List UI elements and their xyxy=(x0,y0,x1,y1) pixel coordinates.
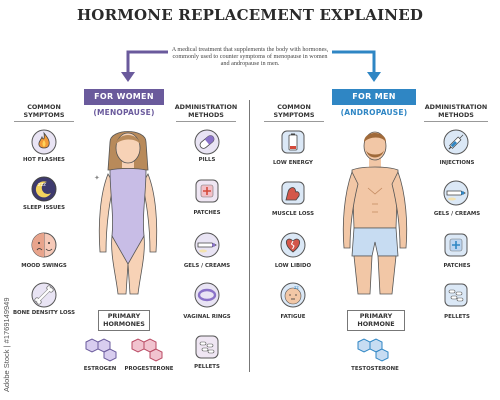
method-patches: PATCHES xyxy=(193,210,221,216)
women-hormones-header: PRIMARY HORMONES xyxy=(98,310,150,332)
symptom-bone-density-loss: BONE DENSITY LOSS xyxy=(12,310,76,316)
ring-icon xyxy=(194,282,220,308)
men-symptoms-header: COMMON SYMPTOMS xyxy=(256,103,332,123)
woman-figure: ✦ xyxy=(94,131,158,295)
method-injections: INJECTIONS xyxy=(439,160,475,166)
symptom-mood-swings: MOOD SWINGS xyxy=(21,263,67,269)
man-figure xyxy=(342,131,408,295)
women-banner: FOR WOMEN xyxy=(84,89,164,105)
bone-icon xyxy=(31,282,57,308)
symptom-sleep-issues: SLEEP ISSUES xyxy=(23,205,65,211)
patch-icon xyxy=(444,233,468,257)
men-methods-header: ADMINISTRATION METHODS xyxy=(416,103,496,123)
men-condition: (ANDROPAUSE) xyxy=(340,108,408,117)
pellets-icon xyxy=(195,335,219,359)
subtitle: A medical treatment that supplements the… xyxy=(171,46,329,68)
page-title: HORMONE REPLACEMENT EXPLAINED xyxy=(76,6,424,24)
symptom-low-energy: LOW ENERGY xyxy=(273,160,313,166)
method-gels-creams-men: GELS / CREAMS xyxy=(433,211,481,217)
estrogen-molecule-icon xyxy=(85,338,117,362)
method-pellets: PELLETS xyxy=(194,364,220,370)
svg-text:zz: zz xyxy=(294,286,299,291)
cream-tube-icon xyxy=(443,180,469,206)
patch-icon xyxy=(195,179,219,203)
method-patches-men: PATCHES xyxy=(443,263,471,269)
low-battery-icon xyxy=(281,130,305,154)
flow-arrows xyxy=(121,50,381,82)
flame-icon xyxy=(31,129,57,155)
cream-tube-icon xyxy=(194,232,220,258)
hormone-estrogen: ESTROGEN xyxy=(83,366,117,372)
flexed-arm-icon xyxy=(281,181,305,205)
svg-text:zzz: zzz xyxy=(38,182,46,188)
arrow-to-men xyxy=(332,50,376,74)
progesterone-molecule-icon xyxy=(131,338,163,362)
method-pellets-men: PELLETS xyxy=(444,314,470,320)
arrow-head-men xyxy=(367,72,381,82)
men-hormones-header: PRIMARY HORMONE xyxy=(347,310,405,332)
method-gels-creams: GELS / CREAMS xyxy=(183,263,231,269)
arrow-head-women xyxy=(121,72,135,82)
pill-capsule-icon xyxy=(194,129,220,155)
testosterone-molecule-icon xyxy=(357,338,389,362)
pellets-icon xyxy=(444,283,468,307)
center-divider xyxy=(249,100,250,372)
hormone-progesterone: PROGESTERONE xyxy=(124,366,174,372)
women-condition: (MENOPAUSE) xyxy=(93,108,155,117)
symptom-low-libido: LOW LIBIDO xyxy=(274,263,312,269)
men-banner: FOR MEN xyxy=(332,89,416,105)
syringe-icon xyxy=(443,129,469,155)
sleeping-moon-icon: zzz xyxy=(31,176,57,202)
symptom-hot-flashes: HOT FLASHES xyxy=(23,157,65,163)
broken-heart-icon xyxy=(280,232,306,258)
svg-text:✦: ✦ xyxy=(94,174,100,182)
method-pills: PILLS xyxy=(198,157,216,163)
symptom-fatigue: FATIGUE xyxy=(280,314,306,320)
stock-watermark: Adobe Stock | #1769149949 xyxy=(2,297,11,392)
arrow-to-women xyxy=(126,50,168,74)
symptom-muscle-loss: MUSCLE LOSS xyxy=(272,211,314,217)
method-vaginal-rings: VAGINAL RINGS xyxy=(183,314,231,320)
women-symptoms-header: COMMON SYMPTOMS xyxy=(6,103,82,123)
women-methods-header: ADMINISTRATION METHODS xyxy=(168,103,244,123)
hormone-testosterone: TESTOSTERONE xyxy=(351,366,399,372)
mood-faces-icon xyxy=(31,232,57,258)
tired-face-icon: zz xyxy=(280,282,306,308)
